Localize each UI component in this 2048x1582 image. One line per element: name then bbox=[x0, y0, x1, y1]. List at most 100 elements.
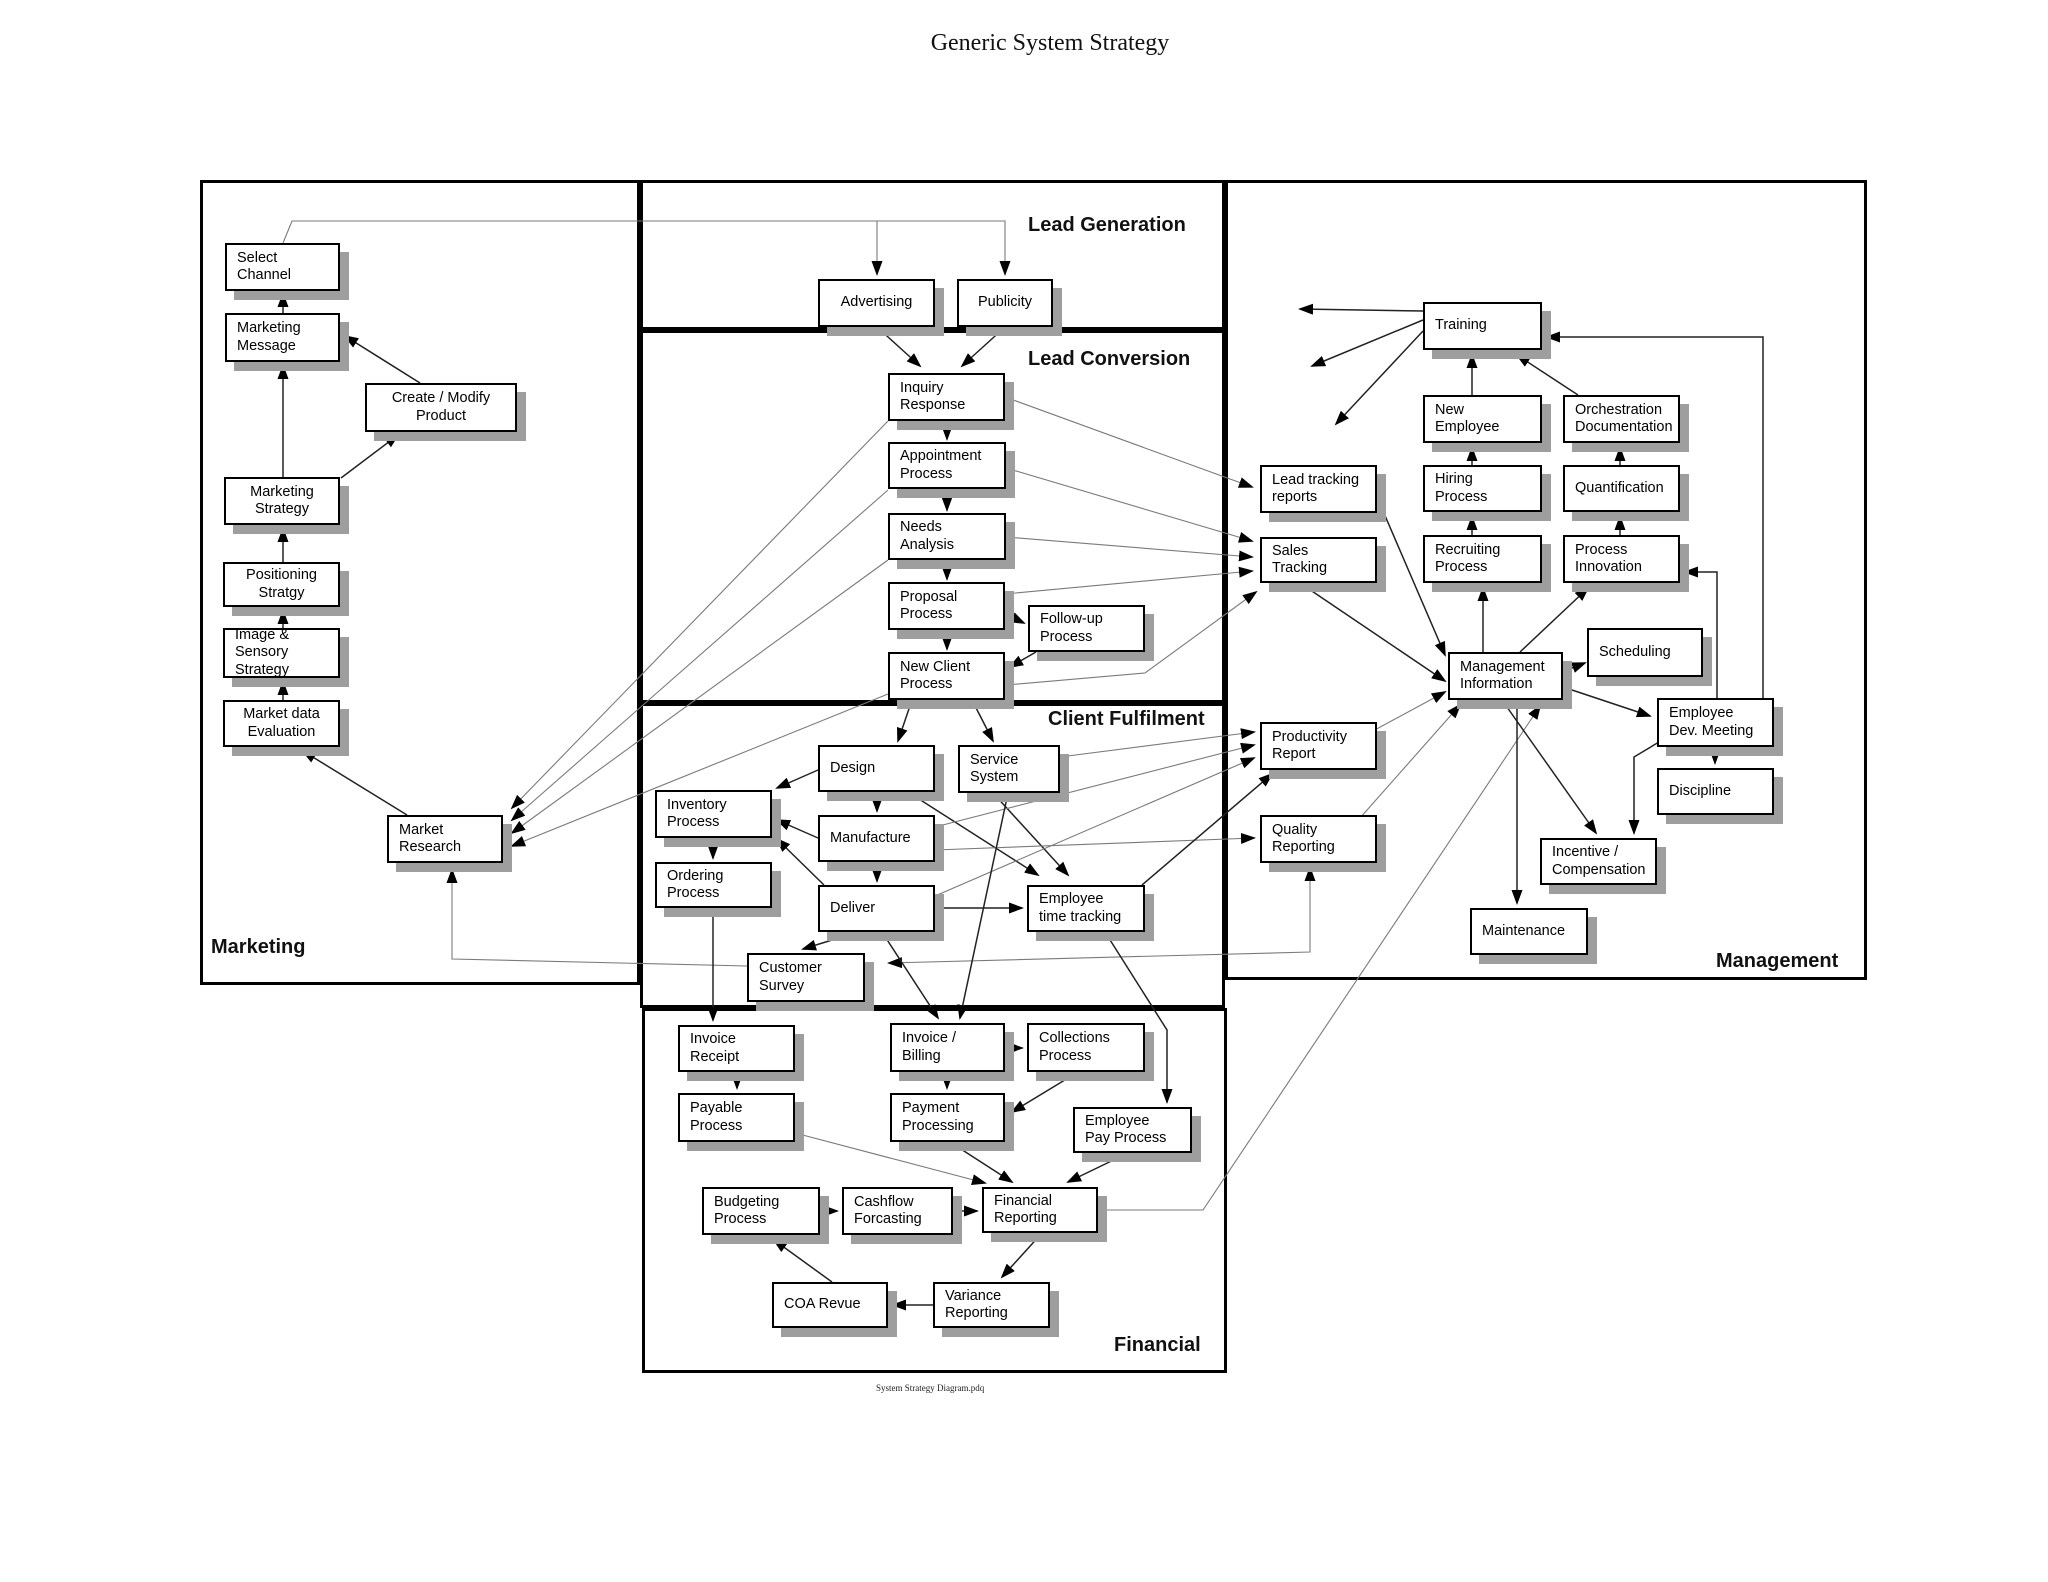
edge-customer-survey-to-market-research bbox=[446, 868, 748, 967]
variance-reporting: Variance Reporting bbox=[933, 1282, 1050, 1328]
employee-time-tracking: Employee time tracking bbox=[1027, 885, 1145, 932]
edge-deliver-to-invoice-billing bbox=[881, 931, 940, 1020]
edge-new-client-process-to-sales-tracking bbox=[1005, 590, 1258, 686]
edge-select-channel-to-publicity bbox=[877, 220, 1011, 276]
edge-new-client-process-to-service-system bbox=[971, 699, 994, 743]
edge-financial-reporting-to-management-information bbox=[1098, 704, 1542, 1211]
new-employee: New Employee bbox=[1423, 395, 1542, 443]
publicity: Publicity bbox=[957, 279, 1053, 327]
edge-manufacture-to-productivity-report bbox=[934, 742, 1256, 828]
inquiry-response: Inquiry Response bbox=[888, 373, 1005, 421]
employee-pay-process: Employee Pay Process bbox=[1073, 1107, 1192, 1153]
edge-marketing-strategy-to-create-modify-product bbox=[340, 433, 400, 479]
edge-deliver-to-customer-survey bbox=[801, 931, 859, 951]
edge-quality-reporting-to-management-information bbox=[1359, 703, 1462, 819]
edge-management-information-to-process-innovation bbox=[1519, 586, 1590, 653]
section-label-marketing: Marketing bbox=[211, 936, 306, 958]
edge-payable-process-to-financial-reporting bbox=[794, 1132, 987, 1186]
diagram-title: Generic System Strategy bbox=[930, 30, 1170, 56]
ordering-process: Ordering Process bbox=[655, 862, 772, 908]
sales-tracking: Sales Tracking bbox=[1260, 537, 1377, 583]
image-sensory-strategy: Image & Sensory Strategy bbox=[223, 627, 340, 678]
section-label-management: Management bbox=[1716, 950, 1839, 972]
payment-processing: Payment Processing bbox=[890, 1093, 1005, 1142]
edge-coa-revue-to-budgeting-process bbox=[772, 1238, 833, 1283]
management-information: Management Information bbox=[1448, 652, 1563, 700]
edge-employee-dev-meeting-to-training bbox=[1545, 331, 1764, 698]
collections-process: Collections Process bbox=[1027, 1023, 1145, 1072]
edge-management-information-to-scheduling bbox=[1563, 662, 1587, 673]
edge-quality-reporting-to-customer-survey bbox=[887, 866, 1316, 969]
edge-service-system-to-productivity-report bbox=[1059, 728, 1256, 758]
edge-employee-dev-meeting-to-process-innovation bbox=[1683, 566, 1718, 698]
edge-market-research-to-market-data-evaluation bbox=[301, 749, 408, 816]
edge-sales-tracking-to-management-information bbox=[1299, 582, 1447, 683]
scheduling: Scheduling bbox=[1587, 628, 1703, 677]
productivity-report: Productivity Report bbox=[1260, 722, 1377, 770]
edge-manufacture-to-quality-reporting bbox=[934, 832, 1256, 851]
budgeting-process: Budgeting Process bbox=[702, 1187, 820, 1235]
maintenance: Maintenance bbox=[1470, 908, 1588, 955]
section-label-financial: Financial bbox=[1114, 1334, 1201, 1356]
appointment-process: Appointment Process bbox=[888, 442, 1006, 489]
incentive-compensation: Incentive / Compensation bbox=[1540, 838, 1657, 885]
edge-new-client-process-to-market-research bbox=[510, 693, 889, 847]
cashflow-forcasting: Cashflow Forcasting bbox=[842, 1187, 953, 1235]
discipline: Discipline bbox=[1657, 768, 1774, 815]
market-research: Market Research bbox=[387, 815, 503, 863]
edge-training-to-out-left-2 bbox=[1310, 319, 1424, 367]
edge-new-client-process-to-design bbox=[896, 699, 913, 743]
new-client-process: New Client Process bbox=[888, 652, 1005, 700]
edge-collections-process-to-payment-processing bbox=[1010, 1071, 1079, 1114]
section-marketing bbox=[200, 180, 640, 985]
edge-training-to-out-left-3 bbox=[1334, 330, 1424, 426]
edge-manufacture-to-inventory-process bbox=[775, 819, 819, 839]
edge-deliver-to-inventory-process bbox=[775, 837, 825, 886]
edge-appointment-process-to-sales-tracking bbox=[1005, 467, 1254, 543]
edge-design-to-inventory-process bbox=[775, 769, 819, 789]
edge-appointment-process-to-market-research bbox=[510, 489, 889, 822]
inventory-process: Inventory Process bbox=[655, 790, 772, 838]
edge-followup-process-to-new-client-process bbox=[1008, 651, 1037, 668]
quantification: Quantification bbox=[1563, 465, 1680, 512]
edge-needs-analysis-to-market-research bbox=[510, 559, 889, 835]
marketing-message: Marketing Message bbox=[225, 313, 340, 362]
positioning-stratgy: Positioning Stratgy bbox=[223, 562, 340, 607]
section-label-lead-conversion: Lead Conversion bbox=[1028, 348, 1191, 370]
invoice-billing: Invoice / Billing bbox=[890, 1023, 1005, 1072]
edge-create-modify-product-to-marketing-message bbox=[343, 334, 421, 384]
marketing-strategy: Marketing Strategy bbox=[224, 477, 340, 525]
advertising: Advertising bbox=[818, 279, 935, 327]
edge-needs-analysis-to-sales-tracking bbox=[1005, 536, 1254, 562]
invoice-receipt: Invoice Receipt bbox=[678, 1025, 795, 1072]
recruiting-process: Recruiting Process bbox=[1423, 535, 1542, 583]
hiring-process: Hiring Process bbox=[1423, 465, 1542, 512]
create-modify-product: Create / Modify Product bbox=[365, 383, 517, 432]
followup-process: Follow-up Process bbox=[1028, 605, 1145, 652]
edge-advertising-to-inquiry-response bbox=[876, 326, 922, 368]
edge-service-system-to-employee-time-tracking bbox=[992, 792, 1070, 877]
training: Training bbox=[1423, 302, 1542, 350]
edge-proposal-process-to-followup-process bbox=[1004, 612, 1026, 624]
manufacture: Manufacture bbox=[818, 815, 935, 862]
design: Design bbox=[818, 745, 935, 792]
section-label-lead-generation: Lead Generation bbox=[1028, 214, 1186, 236]
financial-reporting: Financial Reporting bbox=[982, 1187, 1098, 1233]
employee-dev-meeting: Employee Dev. Meeting bbox=[1657, 698, 1774, 747]
file-caption: System Strategy Diagram.pdq bbox=[876, 1383, 985, 1393]
section-management bbox=[1225, 180, 1867, 980]
edge-employee-time-tracking-to-productivity-report bbox=[1141, 772, 1274, 886]
needs-analysis: Needs Analysis bbox=[888, 513, 1006, 560]
edge-financial-reporting-to-variance-reporting bbox=[1000, 1232, 1043, 1279]
edge-lead-tracking-reports-to-management-information bbox=[1376, 496, 1446, 657]
service-system: Service System bbox=[958, 745, 1060, 793]
edge-payment-processing-to-financial-reporting bbox=[949, 1141, 1014, 1184]
customer-survey: Customer Survey bbox=[747, 953, 865, 1002]
process-innovation: Process Innovation bbox=[1563, 535, 1680, 583]
edge-orchestration-documentation-to-training bbox=[1515, 353, 1579, 396]
proposal-process: Proposal Process bbox=[888, 582, 1005, 630]
lead-tracking-reports: Lead tracking reports bbox=[1260, 465, 1377, 513]
edge-publicity-to-inquiry-response bbox=[960, 326, 1006, 368]
edge-inquiry-response-to-market-research bbox=[510, 420, 889, 810]
orchestration-documentation: Orchestration Documentation bbox=[1563, 395, 1680, 443]
